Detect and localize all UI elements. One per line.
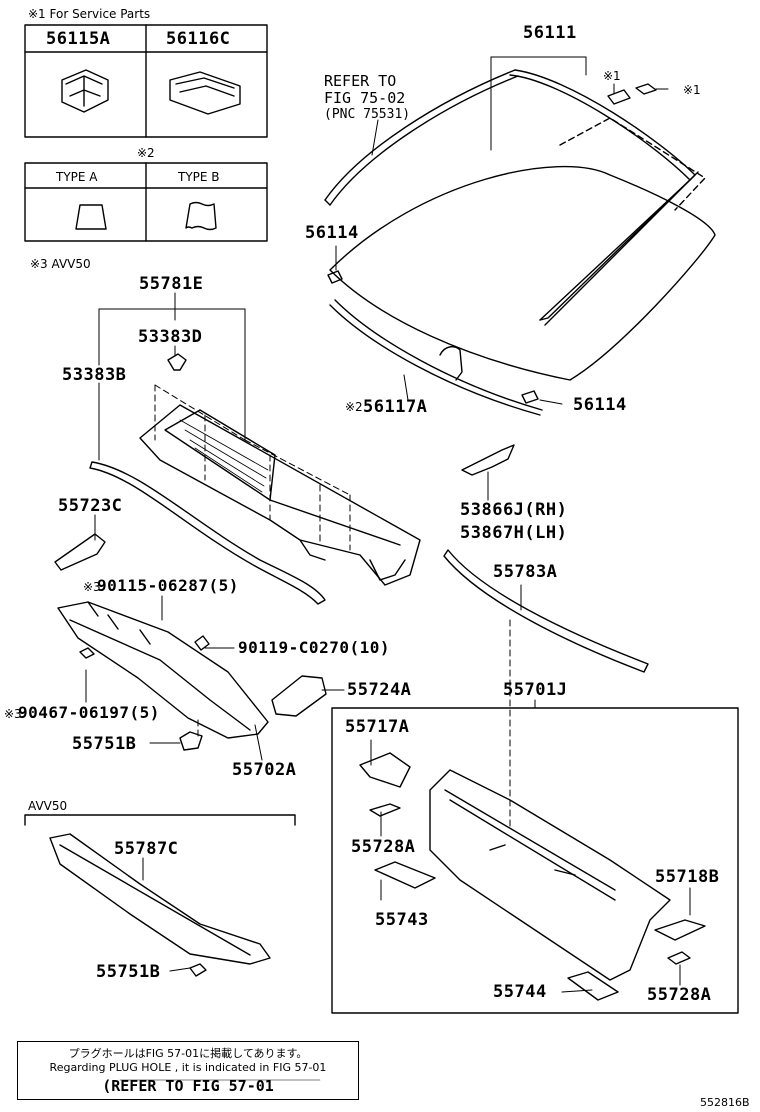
refer-line2: FIG 75-02	[324, 89, 406, 107]
avv50-bracket	[24, 814, 296, 826]
bracket-55723c	[54, 533, 106, 571]
mark-1a: ※1	[603, 69, 621, 83]
refer-line1: REFER TO	[324, 72, 397, 90]
type-b-label: TYPE B	[178, 170, 220, 184]
bracket-55718b	[654, 919, 706, 941]
label-55701j: 55701J	[503, 680, 568, 700]
mark-3b: ※3	[4, 707, 22, 721]
type-a-label: TYPE A	[56, 170, 98, 184]
label-90115: 90115-06287(5)	[97, 576, 239, 595]
label-55702a: 55702A	[232, 760, 297, 780]
avv50-note: ※3 AVV50	[30, 257, 91, 271]
label-56114-b: 56114	[573, 395, 627, 415]
note-line3: (REFER TO FIG 57-01	[102, 1077, 274, 1095]
avv50-group-label: AVV50	[28, 799, 68, 813]
label-90119: 90119-C0270(10)	[238, 638, 390, 657]
col-56115a: 56115A	[46, 29, 111, 49]
label-56117a: 56117A	[363, 397, 428, 417]
mark-2: ※2	[345, 400, 363, 414]
label-55724a: 55724A	[347, 680, 412, 700]
label-55728a-b: 55728A	[647, 985, 712, 1005]
figure-id: 552816B	[700, 1096, 750, 1109]
leader-lines	[85, 56, 691, 993]
label-55718b: 55718B	[655, 867, 720, 887]
label-53866j: 53866J(RH)	[460, 500, 568, 520]
label-55781e: 55781E	[139, 274, 204, 294]
label-53383d: 53383D	[138, 327, 203, 347]
label-53867h: 53867H(LH)	[460, 523, 568, 543]
label-53383b: 53383B	[62, 365, 127, 385]
label-90467: 90467-06197(5)	[18, 703, 160, 722]
cowl-seal	[89, 461, 326, 605]
group-box	[331, 707, 739, 1014]
bracket-55744	[567, 971, 619, 1001]
label-55728a-a: 55728A	[351, 837, 416, 857]
label-55751b-b: 55751B	[96, 962, 161, 982]
refer-line3: (PNC 75531)	[324, 107, 411, 122]
bracket-55743	[374, 861, 436, 889]
note-line1: プラグホールはFIG 57-01に掲載してあります。	[68, 1047, 308, 1060]
label-55751b-a: 55751B	[72, 734, 137, 754]
label-55723c: 55723C	[58, 496, 123, 516]
label-55717a: 55717A	[345, 717, 410, 737]
lower-cowl-55702a	[57, 601, 269, 751]
bracket-55717a	[359, 752, 411, 788]
col-56116c: 56116C	[166, 29, 231, 49]
panel-55787c	[49, 833, 271, 977]
label-56111: 56111	[523, 23, 577, 43]
windshield-glass	[324, 69, 716, 416]
plate-55728a-b	[667, 951, 691, 965]
seal-55783a	[443, 549, 649, 673]
mark-3a: ※3	[83, 580, 101, 594]
cowl-louver	[139, 353, 421, 586]
label-56114-a: 56114	[305, 223, 359, 243]
type-table	[24, 162, 268, 242]
plate-55728a-a	[369, 803, 401, 817]
plug-hole-note: プラグホールはFIG 57-01に掲載してあります。 Regarding PLU…	[17, 1041, 359, 1100]
label-55783a: 55783A	[493, 562, 558, 582]
service-parts-title: ※1 For Service Parts	[28, 7, 151, 21]
label-55744: 55744	[493, 982, 547, 1002]
label-55743: 55743	[375, 910, 429, 930]
bracket-55724a	[271, 675, 327, 717]
mark-1b: ※1	[683, 83, 701, 97]
service-parts-table	[24, 24, 268, 138]
label-55787c: 55787C	[114, 839, 179, 859]
dash-panel-55701j	[429, 769, 671, 981]
type-table-title: ※2	[137, 146, 155, 160]
note-line2: Regarding PLUG HOLE , it is indicated in…	[49, 1061, 327, 1074]
dashed-guides	[154, 384, 511, 831]
seal-53866j	[461, 444, 515, 476]
